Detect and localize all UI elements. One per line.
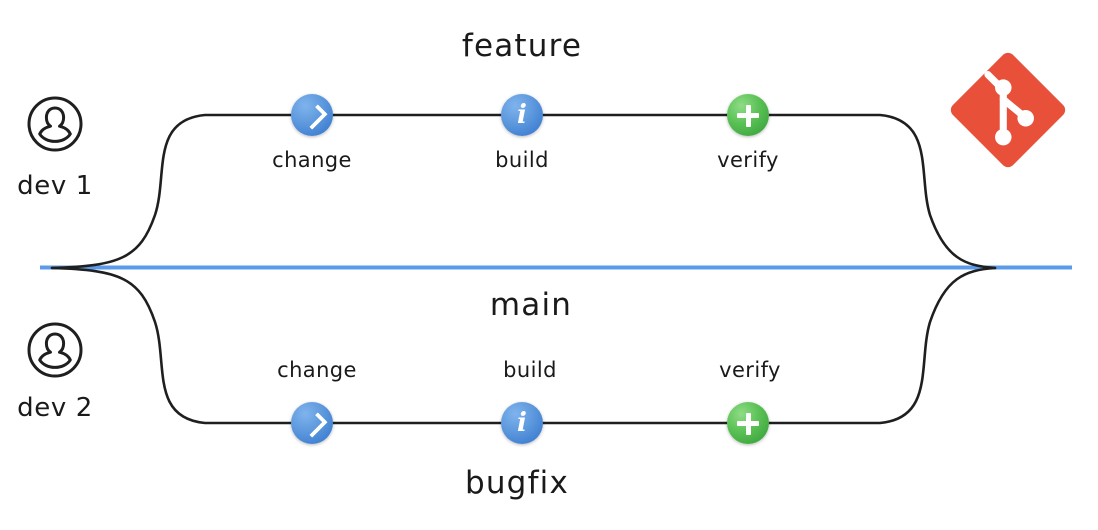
feature-branch-path: [50, 113, 997, 270]
bugfix-stage-verify-label: verify: [719, 358, 781, 382]
chevron-right-icon: [291, 402, 333, 444]
feature-stage-verify-label: verify: [717, 148, 779, 172]
git-logo-nodes: [995, 79, 1034, 146]
plus-icon: [727, 402, 769, 444]
git-logo-diamond: [950, 52, 1066, 168]
dev-1-label: dev 1: [17, 171, 93, 201]
bugfix-stage-build-label: build: [503, 358, 557, 382]
avatar-dev-2: [26, 321, 84, 379]
avatar-dev-1: [26, 95, 84, 153]
user-circle-icon: [27, 322, 83, 378]
git-logo: [949, 51, 1067, 169]
feature-stage-verify-node[interactable]: [727, 94, 769, 136]
plus-icon: [727, 94, 769, 136]
feature-stage-build-label: build: [495, 148, 549, 172]
git-logo-notch: [984, 71, 1008, 95]
bugfix-stage-verify-node[interactable]: [727, 402, 769, 444]
feature-branch-label: feature: [461, 28, 583, 64]
feature-stage-change-node[interactable]: [291, 94, 333, 136]
bugfix-stage-change-node[interactable]: [291, 402, 333, 444]
user-circle-icon: [27, 96, 83, 152]
info-icon: i: [517, 100, 527, 130]
bugfix-branch-path: [50, 266, 997, 425]
dev-2-label: dev 2: [17, 393, 93, 423]
chevron-right-icon: [291, 94, 333, 136]
bugfix-branch-label: bugfix: [464, 465, 570, 501]
feature-stage-build-node[interactable]: i: [501, 94, 543, 136]
user-silhouette-icon: [38, 106, 72, 143]
info-icon: i: [517, 408, 527, 438]
bugfix-stage-change-label: change: [277, 358, 357, 382]
user-silhouette-icon: [38, 332, 72, 369]
feature-stage-change-label: change: [272, 148, 352, 172]
bugfix-stage-build-node[interactable]: i: [501, 402, 543, 444]
main-branch-label: main: [489, 287, 573, 323]
